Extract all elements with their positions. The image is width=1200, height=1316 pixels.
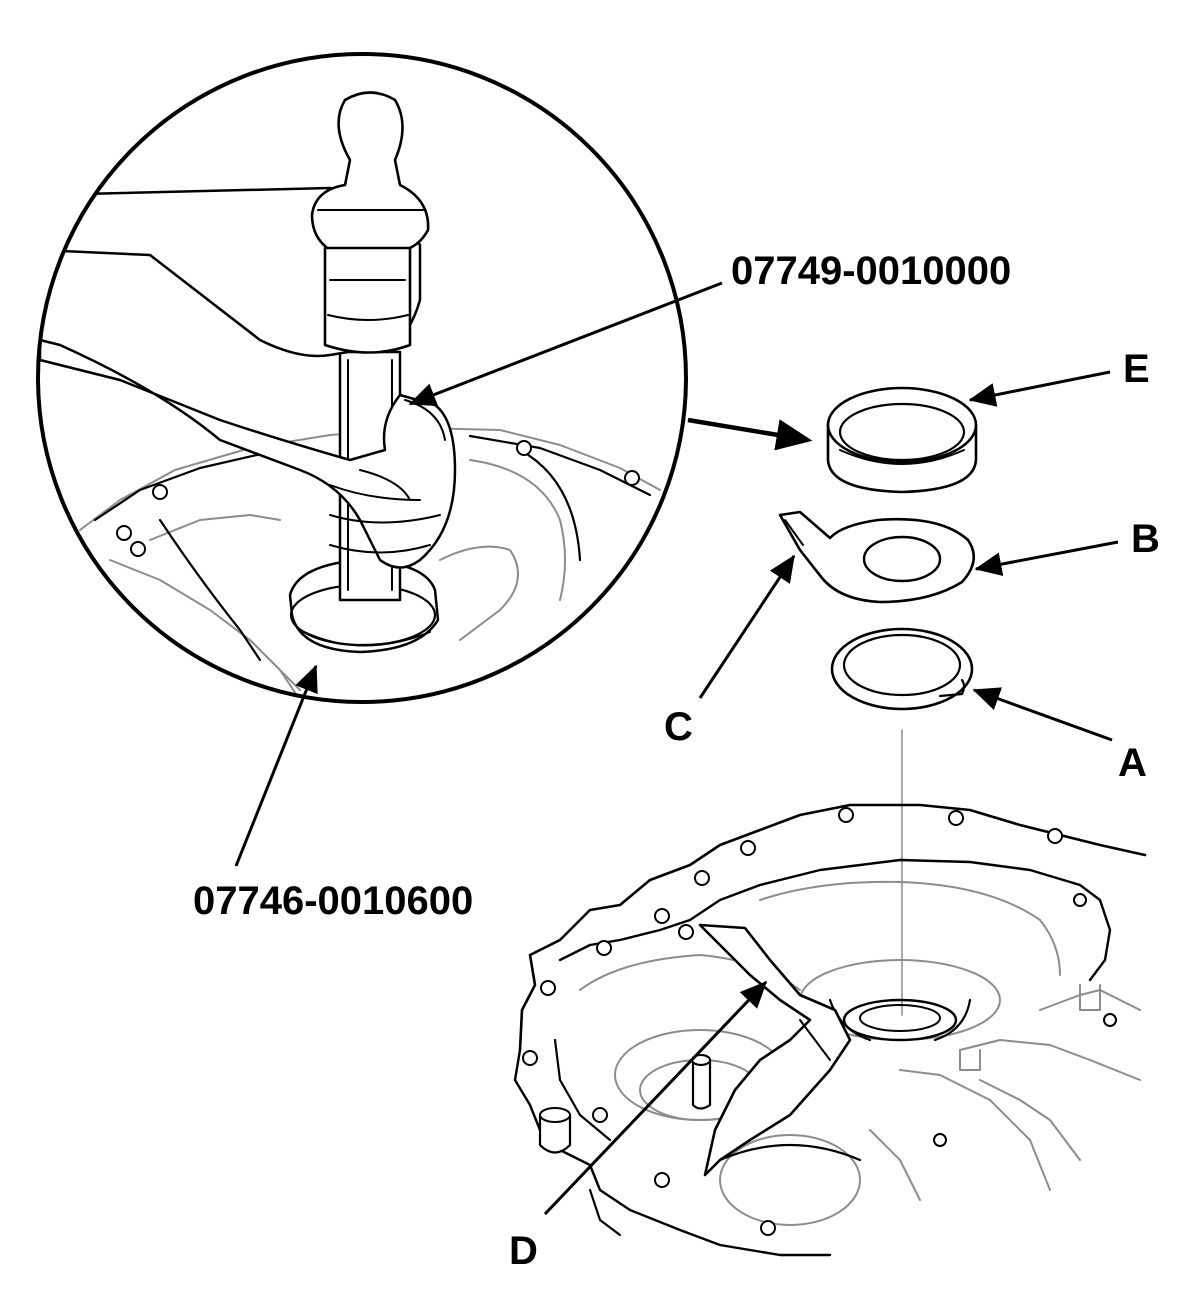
detail-view-contents [38, 91, 661, 701]
leader-d [543, 980, 768, 1216]
label-part-e: E [1123, 347, 1150, 391]
detail-circle-frame [36, 52, 688, 704]
part-a-snap-ring [830, 627, 974, 711]
label-part-b: B [1131, 517, 1160, 561]
label-part-d: D [509, 1229, 538, 1273]
transmission-housing [513, 803, 1147, 1257]
detail-housing [79, 427, 661, 701]
label-tool-attachment: 07746-0010600 [193, 879, 473, 923]
leader-lines [234, 281, 1119, 1216]
leader-e [968, 370, 1111, 407]
label-tool-driver: 07749-0010000 [731, 249, 1011, 293]
hammer [310, 91, 430, 354]
detail-view [36, 52, 688, 704]
labels: 07749-0010000 07746-0010600 E B C A D [193, 249, 1160, 1273]
leader-detail-to-parts [687, 417, 813, 451]
leader-b [974, 540, 1119, 577]
leader-driver [408, 281, 723, 406]
label-part-a: A [1118, 741, 1147, 785]
part-b-washer [778, 510, 976, 604]
leader-a [972, 687, 1113, 742]
part-e-ring [826, 386, 978, 494]
leader-c [698, 554, 796, 699]
label-part-c: C [664, 705, 693, 749]
leader-attachment [234, 664, 318, 867]
